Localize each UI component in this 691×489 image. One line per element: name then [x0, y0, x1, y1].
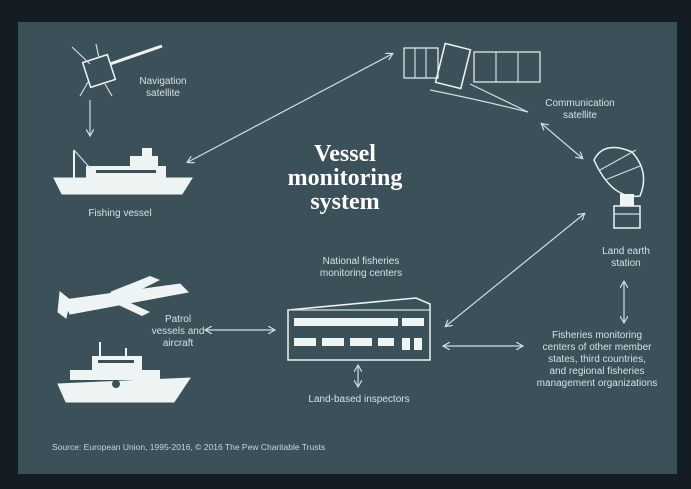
satellite-dish-icon — [593, 146, 645, 229]
navigation-satellite-label: Navigation satellite — [139, 76, 187, 99]
patrol-aircraft-icon — [57, 276, 190, 319]
navigation-satellite-icon — [71, 43, 163, 97]
arrow-station-to-centers — [446, 214, 584, 326]
communication-satellite-icon — [403, 42, 541, 113]
arrow-vessel-to-comm-satellite — [188, 54, 392, 162]
land-earth-station-label: Land earth station — [602, 246, 650, 269]
patrol-label: Patrol vessels and aircraft — [151, 314, 205, 349]
arrow-comm-satellite-to-station — [542, 124, 582, 158]
patrol-vessel-icon — [57, 342, 191, 403]
land-inspectors-label: Land-based inspectors — [308, 394, 410, 405]
fishing-vessel-label: Fishing vessel — [88, 208, 152, 219]
monitoring-center-building-icon — [287, 297, 431, 361]
source-credit: Source: European Union, 1995-2016, © 201… — [52, 442, 326, 452]
diagram-title: Vessel monitoring system — [287, 141, 403, 215]
national-centers-label: National fisheries monitoring centers — [319, 256, 403, 279]
communication-satellite-label: Communication satellite — [545, 98, 615, 121]
other-centers-label: Fisheries monitoring centers of other me… — [536, 330, 658, 389]
fishing-vessel-icon — [53, 148, 193, 195]
